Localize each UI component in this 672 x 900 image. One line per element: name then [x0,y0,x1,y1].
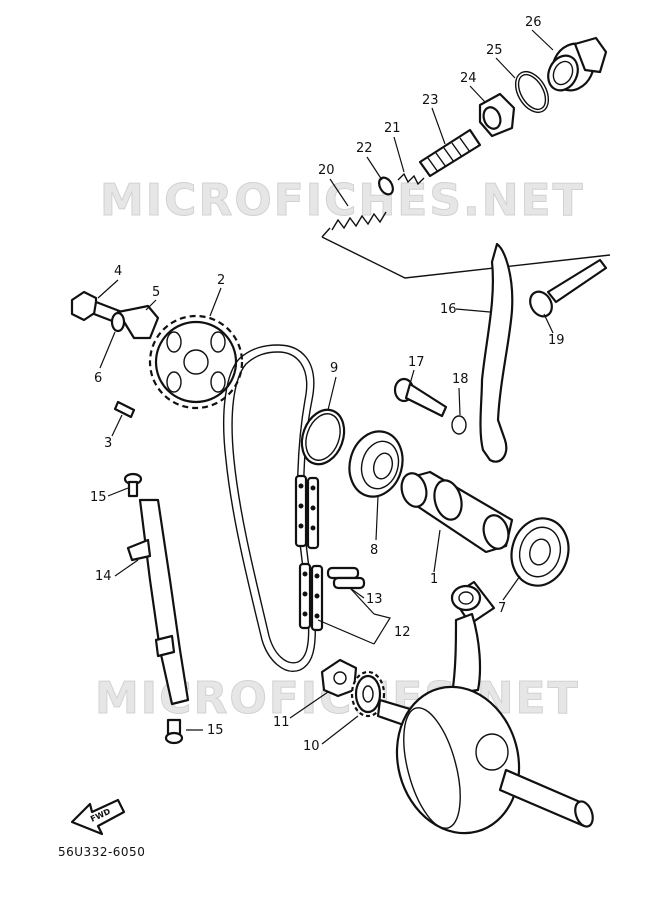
cam-sprocket [148,314,244,410]
chain-link-strip-upper [294,474,320,550]
callout-15-upper: 15 [90,490,107,505]
callout-15-lower: 15 [207,723,224,738]
chain-master-link [326,566,366,590]
callout-6: 6 [94,371,102,386]
callout-18: 18 [452,372,469,387]
camshaft-bearing-right [510,517,570,587]
callout-17: 17 [408,355,425,370]
watermark-top: MICROFICHES.NET [100,175,585,226]
washer-6 [110,311,126,333]
callout-25: 25 [486,43,503,58]
guide-pin [393,377,448,418]
tensioner-group-bracket [321,236,611,279]
callout-13: 13 [366,592,383,607]
callout-14: 14 [95,569,112,584]
callout-20: 20 [318,163,335,178]
callout-24: 24 [460,71,477,86]
tensioner-nut [478,92,516,138]
callout-5: 5 [152,285,160,300]
diagram-part-code: 56U332-6050 [58,845,146,859]
camshaft-bearing-left [348,430,404,498]
o-ring-inner [517,73,547,111]
callout-22: 22 [356,141,373,156]
callout-3: 3 [104,436,112,451]
callout-9: 9 [330,361,338,376]
callout-26: 26 [525,15,542,30]
callout-7: 7 [498,601,506,616]
chain-guide-exhaust [479,242,514,463]
crankshaft-assembly [376,580,594,835]
callout-21: 21 [384,121,401,136]
bracket-end-left [321,227,331,238]
callout-12: 12 [394,625,411,640]
lock-washer [116,304,160,340]
callout-2: 2 [217,273,225,288]
callout-1: 1 [430,572,438,587]
o-ring [514,71,550,113]
tensioner-spring [331,211,387,231]
chain-link-strip-lower [298,562,324,632]
callout-19: 19 [548,333,565,348]
callout-16: 16 [440,302,457,317]
circlip [451,415,467,435]
dowel-pin [113,400,136,419]
tensioner-rod [418,128,482,178]
guide-bolt-upper [123,472,143,498]
chain-guide-intake [138,498,190,706]
callout-23: 23 [422,93,439,108]
camshaft [400,470,514,554]
callout-4: 4 [114,264,122,279]
guide-bolt-lower [164,718,184,745]
forward-arrow-icon: FWD [70,798,126,836]
tensioner-cap-bolt [547,36,608,92]
small-spring [397,172,425,186]
callout-10: 10 [303,739,320,754]
crank-plate [320,658,358,698]
callout-11: 11 [273,715,290,730]
guide-bolt [529,258,608,318]
callout-8: 8 [370,543,378,558]
crankshaft-sprocket [350,670,386,718]
